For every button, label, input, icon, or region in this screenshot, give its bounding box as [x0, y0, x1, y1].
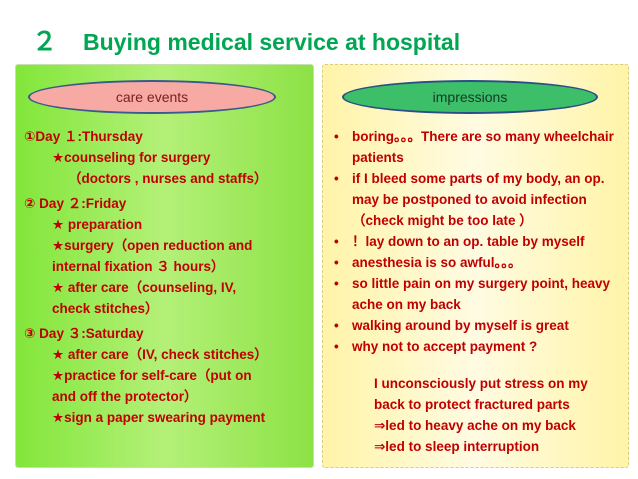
- care-event-line: and off the protector）: [52, 389, 198, 404]
- impression-item: • walking around by myself is great: [330, 315, 628, 336]
- impression-item: • boring。。。There are so many wheelchair p…: [330, 126, 628, 168]
- impression-item: • anesthesia is so awful。。。: [330, 252, 628, 273]
- bullet-icon: •: [334, 276, 339, 291]
- day-heading: ①Day １:Thursday: [24, 129, 143, 144]
- care-event-line: ★counseling for surgery: [52, 150, 211, 165]
- slide-title-text: Buying medical service at hospital: [83, 29, 461, 55]
- care-events-header: care events: [28, 80, 276, 114]
- care-events-list: ①Day １:Thursday ★counseling for surgery （d…: [24, 126, 308, 428]
- care-event-line: （doctors , nurses and staffs）: [68, 171, 268, 186]
- impression-text: anesthesia is so awful。。。: [352, 255, 522, 270]
- impressions-panel: [322, 64, 629, 468]
- impression-text: walking around by myself is great: [352, 318, 569, 333]
- impression-item: • why not to accept payment ?: [330, 336, 628, 357]
- impression-text: ！lay down to an op. table by myself: [352, 234, 585, 249]
- care-event-line: ★ after care（IV, check stitches）: [52, 347, 268, 362]
- note-line: ⇒led to heavy ache on my back: [374, 418, 576, 433]
- impressions-note: I unconsciously put stress on my back to …: [374, 373, 624, 457]
- impression-text: if I bleed some parts of my body, an op.…: [352, 171, 605, 228]
- care-event-line: check stitches）: [52, 301, 159, 316]
- impressions-list: • boring。。。There are so many wheelchair p…: [330, 126, 628, 357]
- slide-title: ２ Buying medical service at hospital: [32, 24, 612, 60]
- bullet-icon: •: [334, 171, 339, 186]
- impression-text: boring。。。There are so many wheelchair pa…: [352, 129, 614, 165]
- care-event-line: internal fixation ３ hours）: [52, 259, 225, 274]
- impression-item: • ！lay down to an op. table by myself: [330, 231, 628, 252]
- care-event-line: ★ after care（counseling, IV,: [52, 280, 237, 295]
- care-event-line: ★ preparation: [52, 217, 143, 232]
- slide-number: ２: [32, 28, 58, 56]
- bullet-icon: •: [334, 255, 339, 270]
- note-line: ⇒led to sleep interruption: [374, 439, 540, 454]
- day-heading: ③ Day ３:Saturday: [24, 326, 144, 341]
- care-events-panel: [15, 64, 314, 468]
- impression-item: • if I bleed some parts of my body, an op…: [330, 168, 628, 231]
- care-event-line: ★sign a paper swearing payment: [52, 410, 266, 425]
- bullet-icon: •: [334, 129, 339, 144]
- impression-text: so little pain on my surgery point, heav…: [352, 276, 611, 312]
- care-event-line: ★surgery（open reduction and: [52, 238, 253, 253]
- note-line: I unconsciously put stress on my: [374, 376, 588, 391]
- care-event-line: ★practice for self-care（put on: [52, 368, 252, 383]
- note-line: back to protect fractured parts: [374, 397, 570, 412]
- impression-text: why not to accept payment ?: [352, 339, 538, 354]
- bullet-icon: •: [334, 339, 339, 354]
- day-heading: ② Day ２:Friday: [24, 196, 127, 211]
- bullet-icon: •: [334, 234, 339, 249]
- bullet-icon: •: [334, 318, 339, 333]
- impressions-header: impressions: [342, 80, 598, 114]
- impression-item: • so little pain on my surgery point, hea…: [330, 273, 628, 315]
